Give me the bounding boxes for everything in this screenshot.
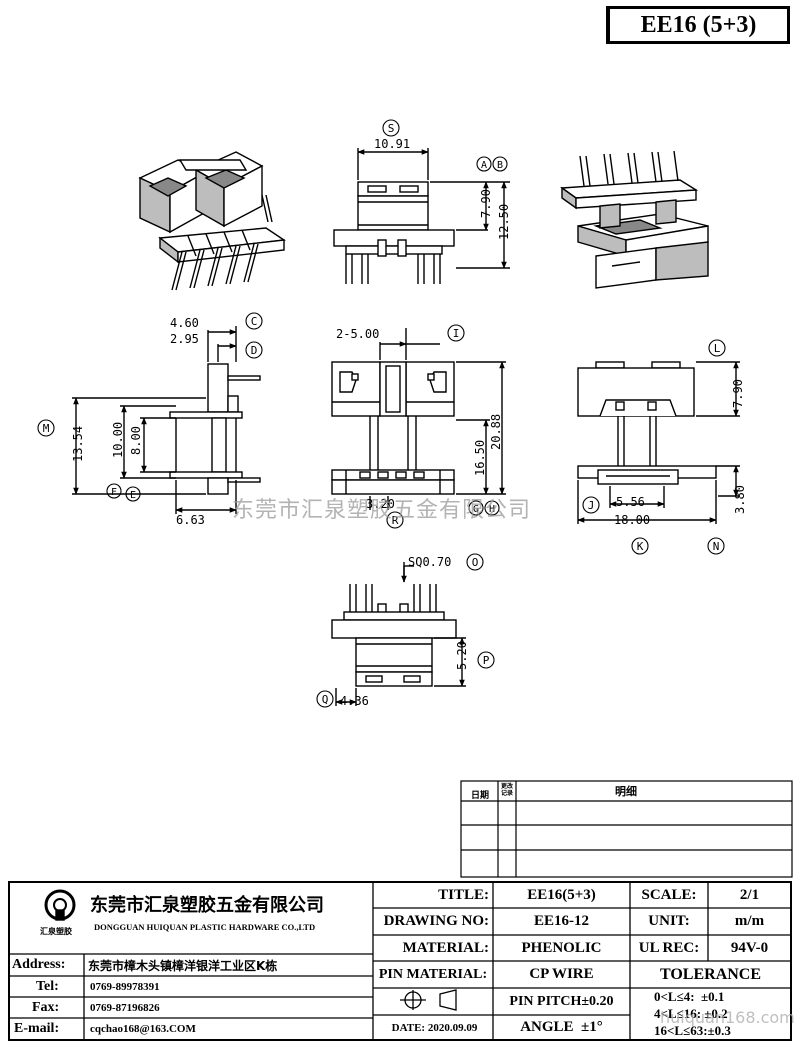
center-view (331, 328, 506, 510)
dim-S: 10.91 (374, 137, 410, 151)
ul-rec-value: 94V-0 (730, 939, 769, 956)
letter-D: D (251, 344, 258, 357)
letter-L: L (714, 342, 721, 355)
dim-R: 3.20 (366, 497, 395, 511)
letter-H: H (489, 504, 495, 515)
revision-record-header: 更改 记录 (500, 784, 513, 797)
dim-D: 2.95 (170, 332, 199, 346)
dim-Q: 4.36 (340, 694, 369, 708)
material-value: PHENOLIC (521, 939, 602, 956)
letter-S: S (388, 122, 395, 135)
letter-J: J (588, 499, 595, 512)
dim-E: 8.00 (129, 426, 143, 455)
email-label: E-mail: (14, 1021, 60, 1036)
revision-detail-header: 明细 (615, 786, 637, 798)
company-name-en: DONGGUAN HUIQUAN PLASTIC HARDWARE CO.,LT… (94, 922, 316, 932)
date: DATE: 2020.09.09 (391, 1021, 478, 1034)
letter-I: I (453, 327, 460, 340)
letter-G: G (473, 504, 479, 515)
fax-value: 0769-87196826 (90, 1001, 160, 1014)
tel-value: 0769-89978391 (90, 980, 160, 993)
letter-E: E (130, 490, 136, 501)
pin-pitch: PIN PITCH±0.20 (509, 993, 614, 1009)
scale-label: SCALE: (641, 886, 697, 903)
email-value: cqchao168@163.COM (90, 1023, 196, 1035)
letter-N: N (713, 540, 720, 553)
dim-O: SQ0.70 (408, 555, 451, 569)
title-value: EE16(5+3) (527, 886, 596, 903)
pin-material-label: PIN MATERIAL: (378, 966, 488, 982)
dim-F: 10.00 (111, 422, 125, 458)
right-view (577, 361, 740, 524)
dim-7-90: 7.90 (479, 189, 493, 218)
reference-letters (37, 119, 726, 708)
unit-label: UNIT: (648, 913, 690, 929)
watermark-url: huiquan168.com (660, 1008, 795, 1027)
dim-20-88: 20.88 (489, 414, 503, 450)
letter-P: P (483, 654, 490, 667)
dim-C: 4.60 (170, 316, 199, 330)
letter-M: M (43, 422, 50, 435)
letter-Q: Q (322, 693, 329, 706)
company-name-cn: 东莞市汇泉塑胶五金有限公司 (90, 895, 324, 916)
title-label: TITLE: (438, 886, 489, 903)
drawing-title: EE16 (5+3) (640, 11, 757, 38)
letter-K: K (637, 540, 644, 553)
watermark-text: 东莞市汇泉塑胶五金有限公司 (232, 498, 532, 523)
dim-J: 5.56 (616, 495, 645, 509)
address-label: Address: (12, 957, 66, 972)
address-value: 东莞市樟木头镇樟洋银洋工业区K栋 (88, 958, 278, 973)
dim-M: 13.54 (71, 426, 85, 462)
ul-rec-label: UL REC: (638, 939, 700, 956)
dim-16-50: 16.50 (473, 440, 487, 476)
material-label: MATERIAL: (402, 939, 489, 956)
dimension-labels: 10.91 7.90 12.50 4.60 2.95 13.54 10.00 8… (71, 137, 747, 708)
company-logo (44, 889, 76, 921)
dim-I: 2-5.00 (336, 327, 379, 341)
drawing-no-label: DRAWING NO: (383, 913, 489, 929)
letter-F: F (111, 487, 117, 498)
letter-R: R (392, 514, 399, 527)
unit-value: m/m (734, 913, 765, 929)
pin-material-value: CP WIRE (529, 966, 594, 982)
revision-date-header: 日期 (470, 789, 489, 800)
front-view (333, 148, 510, 284)
dim-P: 5.20 (455, 641, 469, 670)
scale-value: 2/1 (739, 886, 760, 903)
drawing-no-value: EE16-12 (533, 913, 589, 929)
tolerance-row-3: 16<L≤63:±0.3 (654, 1022, 731, 1038)
dim-K: 18.00 (614, 513, 650, 527)
iso-view-right (560, 150, 709, 289)
dim-N: 3.80 (733, 485, 747, 514)
title-block-frame (8, 881, 792, 1041)
tolerance-row-2: 4<L≤16: ±0.2 (654, 1005, 728, 1021)
iso-view-top (138, 151, 286, 291)
letter-B: B (497, 160, 503, 171)
letter-A: A (481, 160, 487, 171)
revision-table (460, 780, 793, 878)
letter-O: O (472, 556, 479, 569)
dim-12-50: 12.50 (497, 204, 511, 240)
tel-label: Tel: (36, 978, 59, 994)
bottom-view (331, 562, 466, 706)
side-view-left (72, 326, 261, 514)
dim-L: 7.90 (731, 379, 745, 408)
tolerance-label: TOLERANCE (659, 965, 762, 983)
circled-letter-text: S A B C D M F E I G H R L J K N O P Q (43, 122, 721, 706)
dim-6-63: 6.63 (176, 513, 205, 527)
tolerance-row-1: 0<L≤4: ±0.1 (654, 988, 725, 1004)
drawing-title-box: EE16 (5+3) (606, 6, 790, 44)
fax-label: Fax: (32, 999, 60, 1015)
angle-tolerance: ANGLE ±1° (520, 1019, 603, 1035)
letter-C: C (251, 315, 258, 328)
logo-text: 汇泉塑胶 (40, 926, 72, 936)
